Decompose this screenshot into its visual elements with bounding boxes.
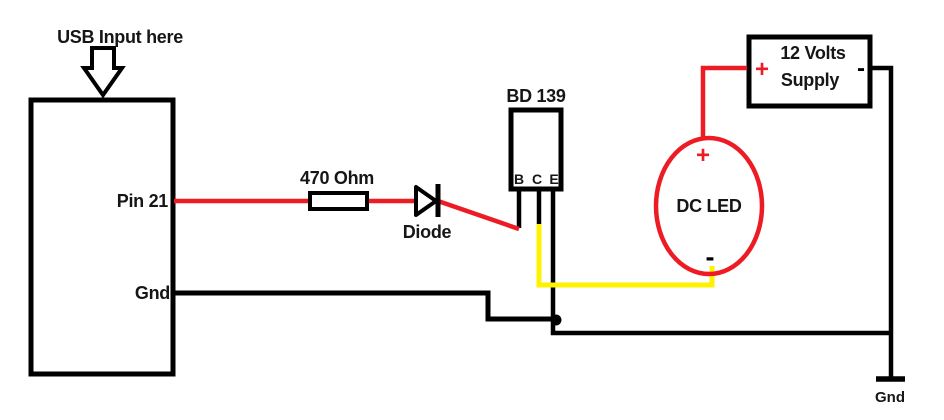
- ground-label: Gnd: [875, 389, 905, 406]
- led-minus-sign: -: [706, 242, 715, 272]
- supply-label-line1: 12 Volts: [780, 43, 846, 63]
- resistor-body: [308, 191, 369, 211]
- transistor-body: [508, 107, 564, 192]
- supply-label-line2: Supply: [781, 70, 839, 90]
- supply-minus-sign: -: [857, 55, 865, 82]
- wire-supply-minus-to-ground: [868, 65, 894, 379]
- pin21-label: Pin 21: [117, 191, 169, 211]
- resistor-label: 470 Ohm: [300, 168, 374, 188]
- led-plus-sign: +: [696, 142, 710, 169]
- diode-label: Diode: [403, 222, 452, 242]
- wire-supply-plus-to-led: [700, 65, 747, 139]
- led-label: DC LED: [676, 196, 742, 216]
- wire-usbgnd-to-junction: [173, 290, 556, 322]
- supply-box: [746, 34, 873, 109]
- usb-input-arrow-icon: [80, 46, 126, 99]
- diode-triangle-icon: [414, 185, 438, 217]
- transistor-pin-c-label: C: [532, 171, 542, 187]
- wire-collector-to-led-minus: [536, 224, 715, 288]
- transistor-label: BD 139: [506, 86, 566, 106]
- wire-emitter-to-ground-bus: [550, 189, 891, 336]
- usb-input-label: USB Input here: [57, 27, 183, 47]
- wire-diode-to-base: [437, 198, 520, 232]
- usb-device-box: [28, 97, 176, 377]
- led-oval: [653, 135, 765, 277]
- supply-plus-sign: +: [755, 56, 769, 83]
- junction-dot: [550, 314, 562, 326]
- usb-gnd-label: Gnd: [135, 283, 170, 303]
- transistor-pin-b-label: B: [514, 171, 524, 187]
- transistor-pin-e-label: E: [549, 171, 558, 187]
